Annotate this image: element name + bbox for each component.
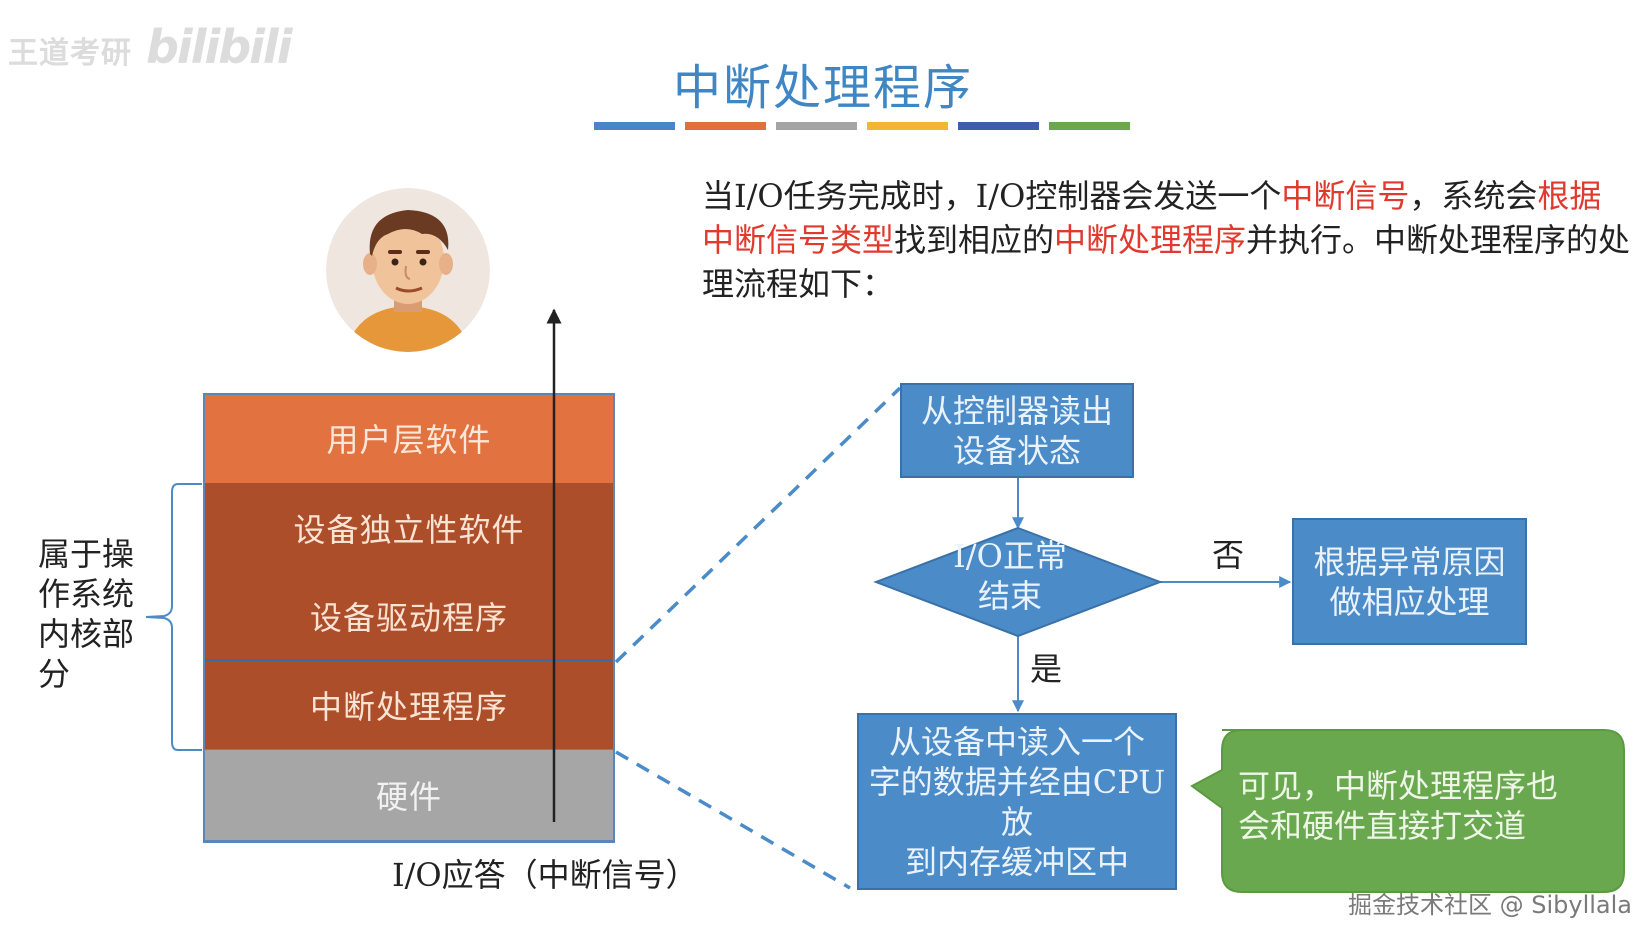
no-label: 否 — [1212, 536, 1245, 574]
intro-highlight: 中断信号 — [1281, 177, 1410, 215]
title-color-bar — [867, 122, 948, 130]
intro-paragraph: 当I/O任务完成时，I/O控制器会发送一个中断信号，系统会根据中断信号类型找到相… — [702, 174, 1632, 306]
title-color-bar — [685, 122, 766, 130]
user-layer-label: 用户层软件 — [326, 421, 492, 459]
kernel-layers: 设备独立性软件 设备驱动程序 中断处理程序 — [203, 483, 615, 749]
title-color-bar — [594, 122, 675, 130]
intro-highlight: 中断处理程序 — [1054, 221, 1247, 259]
device-independent-software: 设备独立性软件 — [203, 483, 615, 572]
person-avatar-icon — [326, 188, 490, 352]
hardware-layer: 硬件 — [203, 749, 615, 841]
title-color-bar — [1049, 122, 1130, 130]
intro-text: 当I/O任务完成时，I/O控制器会发送一个 — [702, 177, 1282, 215]
move-data-box: 从设备中读入一个字的数据并经由CPU放到内存缓冲区中 — [857, 713, 1177, 890]
io-software-stack: 用户层软件 设备独立性软件 设备驱动程序 中断处理程序 硬件 — [203, 393, 615, 841]
io-answer-label: I/O应答（中断信号） — [392, 856, 698, 894]
watermark-left-text: 王道考研 — [8, 36, 132, 71]
read-status-text: 从控制器读出设备状态 — [920, 391, 1113, 470]
read-status-box: 从控制器读出设备状态 — [900, 383, 1134, 478]
kernel-brace — [145, 483, 202, 751]
move-data-text: 从设备中读入一个字的数据并经由CPU放到内存缓冲区中 — [868, 722, 1166, 881]
handle-error-text: 根据异常原因做相应处理 — [1313, 542, 1506, 621]
intro-text: ，系统会 — [1409, 177, 1538, 215]
user-layer-software: 用户层软件 — [203, 393, 615, 483]
zoom-line-bottom — [615, 750, 851, 890]
device-independent-label: 设备独立性软件 — [293, 510, 525, 549]
watermark-right: 掘金技术社区 @ Sibyllala — [1347, 891, 1632, 919]
page-title: 中断处理程序 — [672, 60, 973, 116]
note-text: 可见，中断处理程序也会和硬件直接打交道 — [1238, 767, 1559, 845]
decision-diamond — [873, 526, 1163, 638]
watermark-left: 王道考研 bilibili — [8, 20, 292, 74]
device-driver: 设备驱动程序 — [203, 572, 615, 661]
zoom-line-top — [614, 386, 902, 664]
handle-error-box: 根据异常原因做相应处理 — [1292, 518, 1527, 645]
note-bubble — [1190, 729, 1625, 893]
yes-label: 是 — [1030, 650, 1063, 688]
hardware-label: 硬件 — [375, 778, 442, 816]
intro-text: 找到相应的 — [894, 221, 1055, 259]
title-color-bar — [776, 122, 857, 130]
title-color-bars — [594, 122, 1130, 130]
intro-text: 并执行。中断处理程序的处理流程如下： — [702, 221, 1631, 303]
bilibili-logo: bilibili — [146, 20, 292, 74]
intro-highlight: 根据中断信号类型 — [702, 177, 1602, 259]
interrupt-handler-label: 中断处理程序 — [309, 688, 508, 726]
os-kernel-label: 属于操作系统内核部分 — [38, 535, 135, 693]
decision-text: I/O正常结束 — [953, 537, 1067, 615]
device-driver-label: 设备驱动程序 — [309, 598, 508, 637]
title-color-bar — [958, 122, 1039, 130]
interrupt-handler-layer: 中断处理程序 — [203, 661, 615, 749]
